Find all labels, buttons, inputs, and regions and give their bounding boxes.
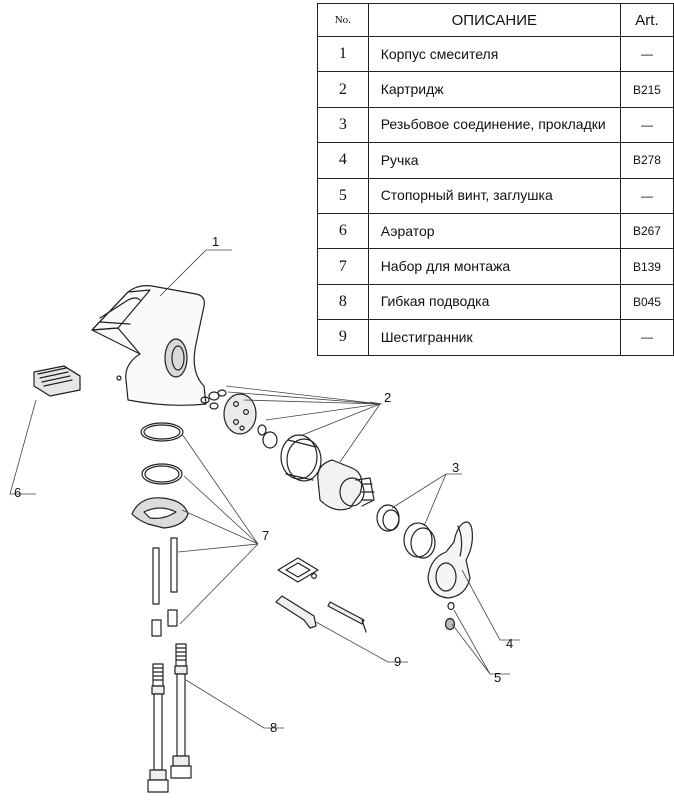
cell-description: Набор для монтажа <box>367 248 621 285</box>
cell-description: Ручка <box>367 142 621 179</box>
callout-7: 7 <box>262 528 269 543</box>
callout-labels: 1 2 3 4 5 6 7 8 9 <box>14 234 513 735</box>
cell-no: 5 <box>317 177 369 214</box>
cell-art: B045 <box>619 283 674 321</box>
cell-art: B139 <box>619 248 674 285</box>
gasket-plate-part <box>277 557 319 583</box>
cell-no: 3 <box>317 106 369 144</box>
cell-art: B278 <box>619 142 674 179</box>
leader-lines <box>9 249 520 729</box>
cell-art: — <box>619 177 674 214</box>
cell-art: B215 <box>619 71 674 108</box>
cell-description: Корпус смесителя <box>367 35 621 73</box>
table-row: 5 Стопорный винт, заглушка — <box>317 177 674 214</box>
cell-description: Гибкая подводка <box>367 283 621 321</box>
cell-description: Аэратор <box>367 212 621 250</box>
cell-no: 6 <box>317 212 369 250</box>
callout-6: 6 <box>14 485 21 500</box>
cell-no: 4 <box>317 142 369 179</box>
aerator-part <box>33 365 81 397</box>
faucet-body-part <box>91 285 207 406</box>
cell-art: — <box>619 319 674 356</box>
table-row: 4 Ручка B278 <box>317 142 674 179</box>
callout-5: 5 <box>494 670 501 685</box>
threaded-connection-part <box>376 504 436 559</box>
cell-no: 8 <box>317 283 369 321</box>
table-header-row: No. ОПИСАНИЕ Art. <box>317 3 674 37</box>
flexible-hose-part <box>147 643 192 793</box>
table-row: 7 Набор для монтажа B139 <box>317 248 674 285</box>
table-row: 1 Корпус смесителя — <box>317 35 674 73</box>
cell-no: 7 <box>317 248 369 285</box>
table-row: 8 Гибкая подводка B045 <box>317 283 674 321</box>
table-row: 6 Аэратор B267 <box>317 212 674 250</box>
cell-no: 2 <box>317 71 369 108</box>
header-art: Art. <box>619 3 674 37</box>
set-screw-part <box>444 601 456 631</box>
cell-no: 1 <box>317 35 369 73</box>
small-seals-part <box>200 389 227 410</box>
cell-description: Шестигранник <box>367 319 621 356</box>
callout-8: 8 <box>270 720 277 735</box>
cell-description: Резьбовое соединение, прокладки <box>367 106 621 144</box>
cell-art: — <box>619 106 674 144</box>
callout-1: 1 <box>212 234 219 249</box>
table-row: 3 Резьбовое соединение, прокладки — <box>317 106 674 144</box>
mounting-kit-part <box>131 422 189 637</box>
cell-art: — <box>619 35 674 73</box>
cartridge-part <box>223 393 375 511</box>
hex-key-part <box>275 595 367 633</box>
cell-no: 9 <box>317 319 369 356</box>
table-row: 9 Шестигранник — <box>317 319 674 356</box>
table-row: 2 Картридж B215 <box>317 71 674 108</box>
parts-table: No. ОПИСАНИЕ Art. 1 Корпус смесителя — 2… <box>317 3 674 356</box>
header-description: ОПИСАНИЕ <box>367 3 621 37</box>
callout-3: 3 <box>452 460 459 475</box>
callout-9: 9 <box>394 654 401 669</box>
callout-2: 2 <box>384 390 391 405</box>
header-no: No. <box>317 3 369 37</box>
cell-description: Картридж <box>367 71 621 108</box>
handle-part <box>427 521 473 599</box>
cell-description: Стопорный винт, заглушка <box>367 177 621 214</box>
callout-4: 4 <box>506 636 513 651</box>
cell-art: B267 <box>619 212 674 250</box>
